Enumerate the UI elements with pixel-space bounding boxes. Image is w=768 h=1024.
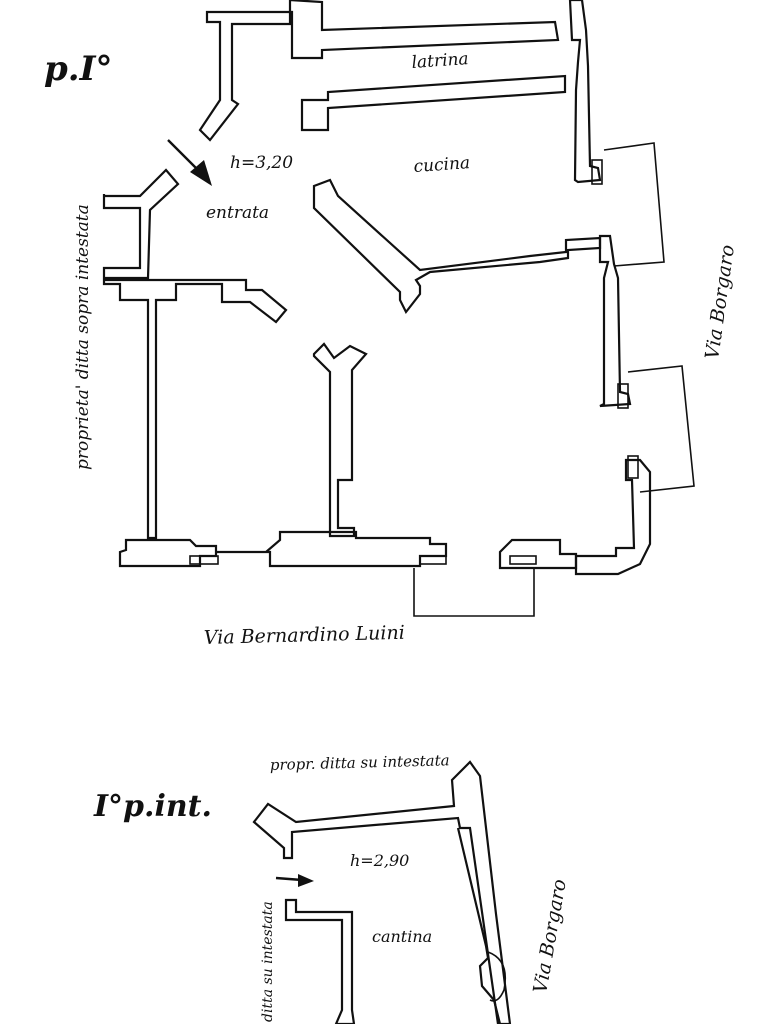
wall-right-facade-bottom	[598, 234, 632, 408]
wall-bottom-facade	[118, 530, 448, 568]
wall-central-y	[312, 342, 368, 538]
upper-floor-plan: p.I° latrina cucina entrata h=3,20 propr…	[44, 0, 739, 649]
cellar-niche	[487, 951, 507, 1002]
window-bottom-3	[509, 555, 537, 565]
window-right-3	[627, 455, 639, 479]
street-label-borgaro-lower: Via Borgaro	[529, 877, 571, 994]
wall-corner-curve	[574, 458, 652, 576]
balcony-bottom	[413, 568, 535, 617]
neighbor-label-upper: proprieta' ditta sopra intestata	[73, 204, 93, 470]
wall-cellar-right	[456, 827, 502, 1024]
window-right-1	[591, 159, 603, 185]
height-label-lower: h=2,90	[350, 851, 409, 870]
balcony-right-lower	[627, 365, 695, 493]
window-right-2	[617, 383, 629, 409]
wall-kitchen-diagonal	[312, 178, 602, 315]
balcony-right-upper	[603, 142, 665, 267]
wall-cellar-left	[284, 898, 356, 1024]
room-label-entrance: entrata	[206, 203, 269, 223]
neighbor-label-lower-left: ditta su intestata	[260, 901, 276, 1022]
wall-latrine-bottom	[300, 74, 567, 132]
entrance-arrow	[167, 139, 201, 173]
room-label-cellar: cantina	[372, 927, 432, 946]
window-bottom-1	[189, 555, 219, 565]
floor-label-lower: I°p.int.	[93, 789, 212, 824]
room-label-kitchen: cucina	[413, 153, 471, 177]
window-bottom-2	[419, 555, 447, 565]
entrance-arrowhead	[190, 160, 212, 186]
wall-entry-left-stub	[102, 168, 180, 280]
wall-entry-left	[198, 10, 292, 142]
street-label-luini: Via Bernardino Luini	[204, 622, 405, 649]
wall-cellar-top	[252, 760, 512, 1024]
height-label-upper: h=3,20	[230, 153, 293, 173]
cellar-entrance-arrowhead	[298, 874, 314, 887]
wall-latrine-top	[288, 0, 560, 60]
cellar-entrance-arrow	[275, 876, 303, 882]
floor-label-upper: p.I°	[44, 49, 113, 89]
neighbor-label-lower-top: propr. ditta su intestata	[270, 751, 450, 774]
wall-right-facade-top	[568, 0, 602, 184]
wall-bottom-facade-right	[498, 538, 578, 570]
wall-middle-horizontal	[102, 278, 288, 540]
lower-floor-plan: I°p.int. propr. ditta su intestata ditta…	[93, 751, 571, 1024]
room-label-latrine: latrina	[411, 49, 469, 73]
street-label-borgaro-upper: Via Borgaro	[701, 243, 739, 360]
